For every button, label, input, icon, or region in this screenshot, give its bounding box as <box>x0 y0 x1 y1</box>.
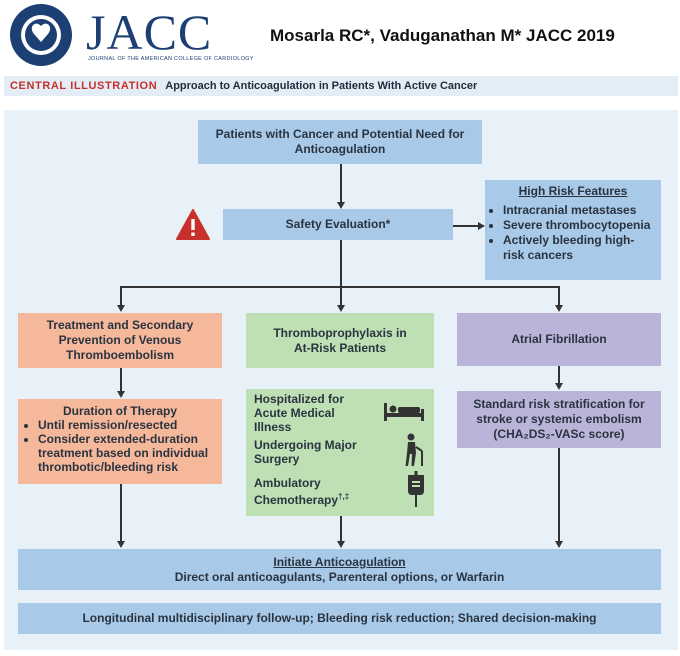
arrow-to-strat <box>555 383 563 390</box>
box-thromboprophylaxis: Thromboprophylaxis in At-Risk Patients <box>246 313 434 368</box>
row-surgery: Undergoing Major Surgery <box>254 433 426 471</box>
box-duration-therapy: Duration of Therapy Until remission/rese… <box>18 399 222 484</box>
high-risk-item: Severe thrombocytopenia <box>503 218 655 233</box>
strat-line2: (CHA₂DS₂-VASc score) <box>493 427 625 441</box>
box-high-risk: High Risk Features Intracranial metastas… <box>485 180 661 280</box>
safety-text: Safety Evaluation* <box>285 217 391 231</box>
duration-item: Until remission/resected <box>38 418 214 432</box>
box-atrial-fibrillation: Atrial Fibrillation <box>457 313 661 366</box>
strat-line1: Standard risk stratification for stroke … <box>473 397 645 426</box>
journal-subtitle: JOURNAL OF THE AMERICAN COLLEGE OF CARDI… <box>88 56 254 62</box>
connector-af-strat <box>558 366 560 384</box>
connector-duration-initiate <box>120 484 122 542</box>
duration-title: Duration of Therapy <box>62 404 177 418</box>
af-title: Atrial Fibrillation <box>511 332 607 346</box>
citation-text: Mosarla RC*, Vaduganathan M* JACC 2019 <box>270 26 615 45</box>
elderly-person-icon <box>402 433 426 472</box>
chemotherapy-footnote: †,‡ <box>338 491 350 501</box>
banner-label: CENTRAL ILLUSTRATION <box>10 80 158 92</box>
journal-name: JACC <box>86 4 213 60</box>
arrow-to-highrisk <box>478 222 485 230</box>
connector-thrombo-initiate <box>340 516 342 542</box>
arrow-to-af <box>555 305 563 312</box>
high-risk-title: High Risk Features <box>518 184 628 198</box>
row-chemotherapy: Ambulatory Chemotherapy†,‡ <box>254 470 426 512</box>
connector-strat-initiate <box>558 448 560 542</box>
high-risk-item: Intracranial metastases <box>503 203 655 218</box>
arrow-to-thrombo <box>337 305 345 312</box>
box-patients-cancer-text: Patients with Cancer and Potential Need … <box>215 127 465 156</box>
vte-title: Treatment and Secondary Prevention of Ve… <box>46 318 194 362</box>
box-risk-stratification: Standard risk stratification for stroke … <box>457 391 661 448</box>
connector-safety-split <box>340 240 342 287</box>
thrombo-title: Thromboprophylaxis in At-Risk Patients <box>273 325 407 355</box>
arrow-thrombo-initiate <box>337 541 345 548</box>
high-risk-item: Actively bleeding high-risk cancers <box>503 233 655 263</box>
chemotherapy-label: Ambulatory Chemotherapy†,‡ <box>254 476 379 507</box>
box-safety-evaluation: Safety Evaluation* <box>223 209 453 240</box>
connector-vte-duration <box>120 368 122 392</box>
arrow-af-initiate <box>555 541 563 548</box>
warning-icon <box>175 208 211 242</box>
connector-top-safety <box>340 164 342 204</box>
row-hospitalized: Hospitalized for Acute Medical Illness <box>254 392 426 434</box>
initiate-options: Direct oral anticoagulants, Parenteral o… <box>174 569 505 584</box>
arrow-to-safety <box>337 202 345 209</box>
connector-to-af <box>558 286 560 306</box>
connector-to-thrombo <box>340 286 342 306</box>
box-initiate-anticoagulation: Initiate Anticoagulation Direct oral ant… <box>18 549 661 590</box>
hospital-bed-icon <box>382 399 426 428</box>
surgery-label: Undergoing Major Surgery <box>254 438 357 466</box>
citation: Mosarla RC*, Vaduganathan M* JACC 2019 <box>270 26 615 46</box>
connector-safety-highrisk <box>453 225 478 227</box>
central-illustration-banner: CENTRAL ILLUSTRATION Approach to Anticoa… <box>4 76 678 96</box>
followup-text: Longitudinal multidisciplinary follow-up… <box>82 611 597 625</box>
chemotherapy-text: Ambulatory Chemotherapy <box>254 475 339 507</box>
box-vte-treatment: Treatment and Secondary Prevention of Ve… <box>18 313 222 368</box>
box-follow-up: Longitudinal multidisciplinary follow-up… <box>18 603 661 634</box>
arrow-to-vte <box>117 305 125 312</box>
box-at-risk-patients: Hospitalized for Acute Medical Illness U… <box>246 389 434 516</box>
acc-seal-logo <box>10 4 72 66</box>
initiate-title: Initiate Anticoagulation <box>273 554 406 569</box>
box-patients-cancer: Patients with Cancer and Potential Need … <box>198 120 482 164</box>
hospitalized-label: Hospitalized for Acute Medical Illness <box>254 392 345 434</box>
duration-item: Consider extended-duration treatment bas… <box>38 432 214 474</box>
iv-bag-icon <box>406 470 426 512</box>
banner-title: Approach to Anticoagulation in Patients … <box>165 80 478 92</box>
arrow-to-duration <box>117 391 125 398</box>
high-risk-list: Intracranial metastases Severe thrombocy… <box>491 203 655 263</box>
connector-to-vte <box>120 286 122 306</box>
duration-list: Until remission/resected Consider extend… <box>26 418 214 474</box>
arrow-vte-initiate <box>117 541 125 548</box>
